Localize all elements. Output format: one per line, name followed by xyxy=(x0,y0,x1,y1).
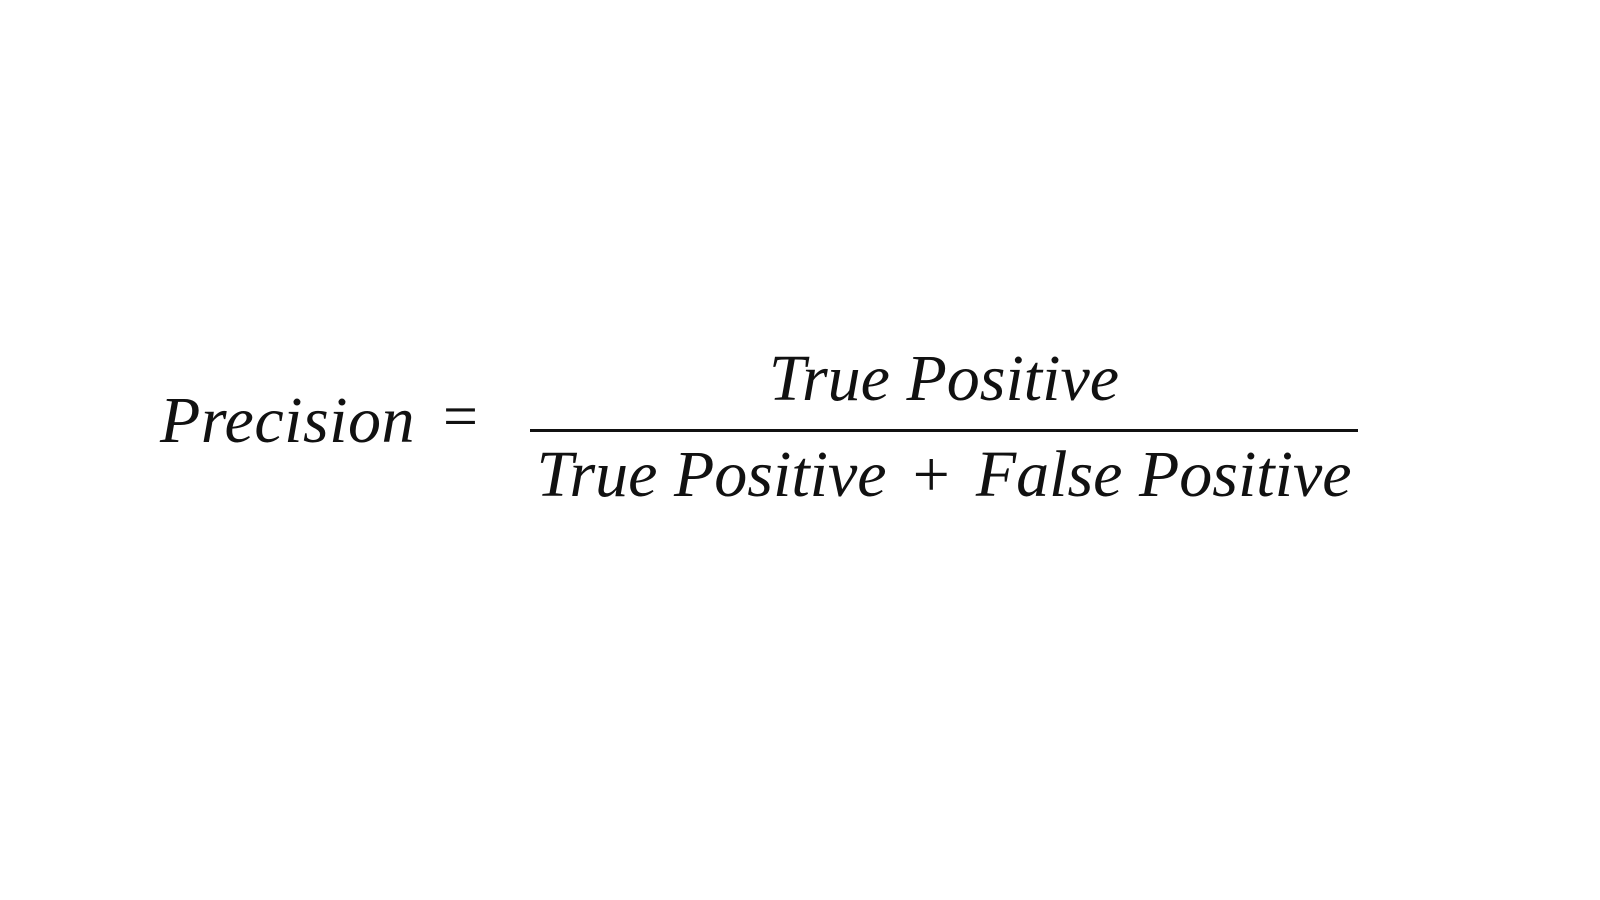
plus-sign: + xyxy=(912,438,950,511)
fraction: True Positive True Positive+False Positi… xyxy=(530,340,1358,520)
formula-lhs: Precision xyxy=(160,384,415,457)
denominator-term-true-positive: True Positive xyxy=(536,438,887,511)
fraction-denominator: True Positive+False Positive xyxy=(530,442,1358,508)
fraction-bar xyxy=(530,429,1358,432)
denominator-term-false-positive: False Positive xyxy=(975,438,1352,511)
precision-formula: Precision = True Positive True Positive+… xyxy=(160,340,1370,520)
equals-sign: = xyxy=(443,383,478,451)
fraction-numerator: True Positive xyxy=(768,342,1120,415)
